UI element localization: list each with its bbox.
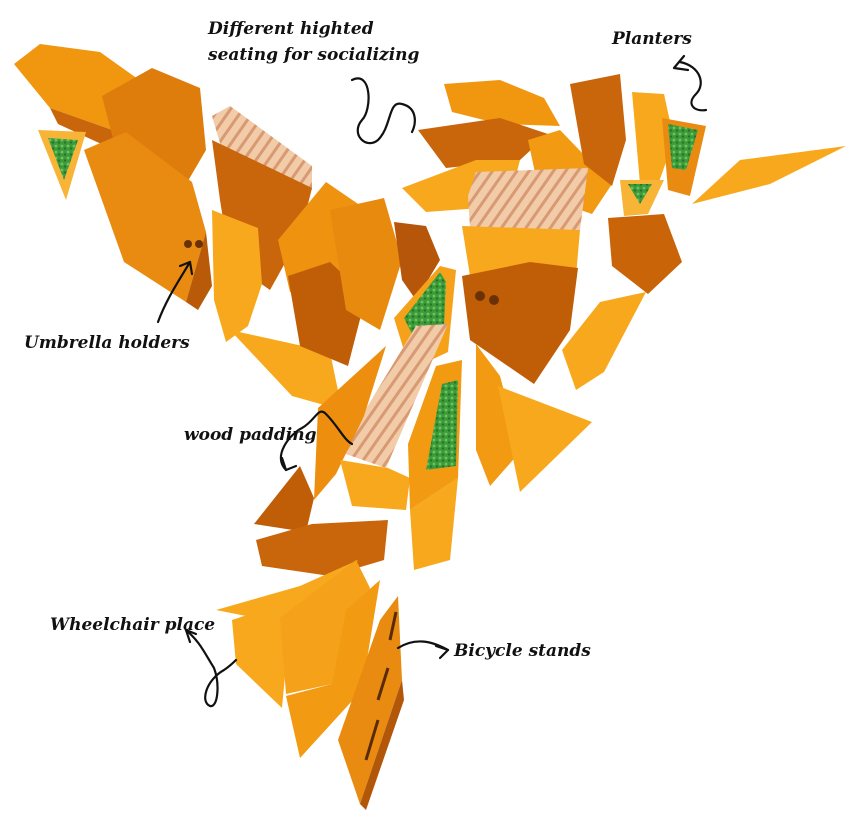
arrow-bicycle xyxy=(398,641,448,650)
arrow-wheelchair xyxy=(186,630,236,706)
seat-block xyxy=(498,386,592,492)
seat-block xyxy=(256,520,388,576)
label-wheelchair: Wheelchair place xyxy=(50,615,215,635)
seat-block xyxy=(340,460,410,510)
wood-bench xyxy=(468,168,588,230)
label-wood: wood padding xyxy=(184,425,317,445)
umbrella-hole xyxy=(489,295,499,305)
lower-cluster xyxy=(216,466,404,810)
label-seating-line2: seating for socializing xyxy=(207,45,420,65)
left-cluster xyxy=(14,44,212,310)
seat-block xyxy=(608,214,682,294)
label-seating-line1: Different highted xyxy=(207,19,374,39)
seat-block xyxy=(254,466,314,532)
umbrella-hole xyxy=(475,291,485,301)
umbrella-hole xyxy=(195,240,203,248)
label-planters: Planters xyxy=(611,29,692,49)
seat-spike xyxy=(692,146,846,204)
umbrella-hole xyxy=(184,240,192,248)
upper-right-cluster xyxy=(402,74,846,390)
seat-block xyxy=(562,292,646,390)
arrow-seating xyxy=(352,78,415,143)
seat-block xyxy=(212,210,262,342)
label-bicycle: Bicycle stands xyxy=(453,641,591,661)
label-umbrella: Umbrella holders xyxy=(24,333,190,353)
